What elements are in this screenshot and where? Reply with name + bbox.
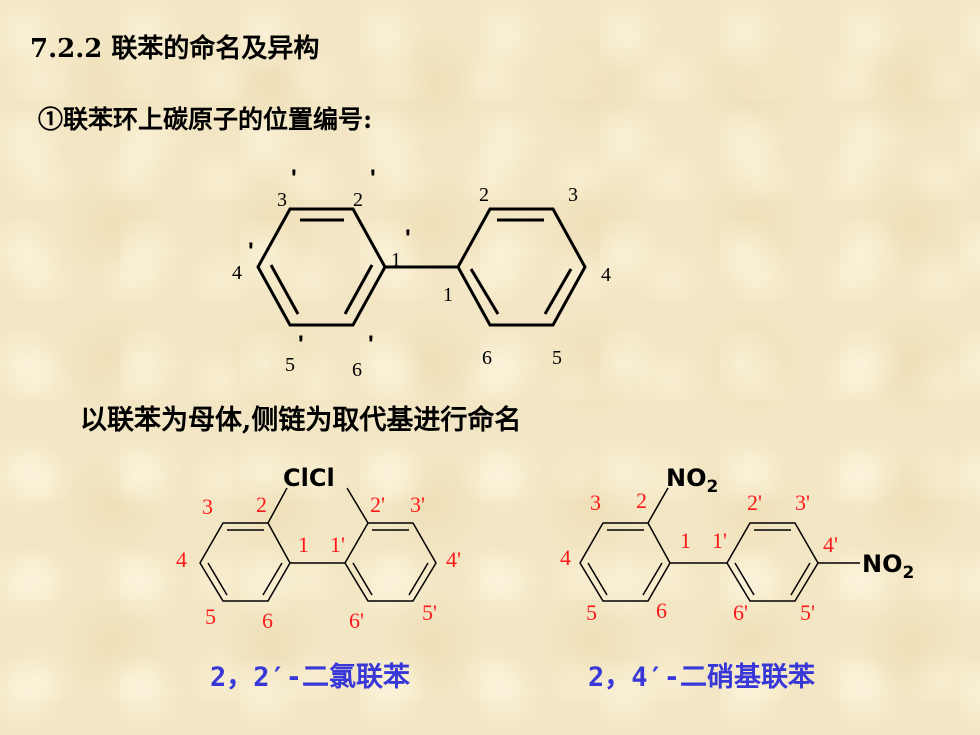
ex1-label-5: 5 — [205, 604, 216, 629]
label-3: 3 — [568, 184, 578, 206]
compound-name-dinitrobiphenyl: 2，4′-二硝基联苯 — [588, 662, 816, 693]
ex1-label-2-prime: 2' — [370, 492, 385, 517]
dinitrobiphenyl-structure: NO2 NO2 1 2 3 4 5 6 1' 2' 3' 4' 5' 6' — [560, 464, 914, 625]
prime-mark: ' — [248, 238, 254, 265]
naming-rule-statement: 以联苯为母体,侧链为取代基进行命名 — [80, 405, 522, 436]
compound-name-dichlorobiphenyl: 2，2′-二氯联苯 — [210, 662, 411, 693]
ex1-label-6: 6 — [262, 608, 273, 633]
ex1-label-4: 4 — [176, 547, 187, 572]
ex2-label-6: 6 — [656, 598, 667, 623]
left-benzene-ring — [256, 207, 387, 327]
ex1-label-1: 1 — [298, 532, 309, 557]
label-3-prime: 3 — [277, 189, 287, 211]
page-title: 7.2.2 联苯的命名及异构 — [30, 34, 320, 64]
prime-mark: ' — [370, 165, 376, 192]
nitro-group-para: NO2 — [862, 550, 914, 583]
ex1-label-6-prime: 6' — [349, 608, 364, 633]
ex2-label-4-prime: 4' — [823, 532, 838, 557]
ex1-label-1-prime: 1' — [330, 532, 345, 557]
prime-mark: ' — [405, 225, 411, 252]
ex2-label-3-prime: 3' — [795, 490, 810, 515]
label-5-prime: 5 — [285, 354, 295, 376]
ex1-label-5-prime: 5' — [422, 600, 437, 625]
ex2-label-5: 5 — [586, 600, 597, 625]
ex2-label-6-prime: 6' — [733, 600, 748, 625]
ex2-label-1: 1 — [680, 528, 691, 553]
ex2-label-3: 3 — [590, 490, 601, 515]
prime-mark: ' — [298, 331, 304, 358]
prime-mark: ' — [291, 165, 297, 192]
section-subtitle: ①联苯环上碳原子的位置编号: — [38, 105, 373, 134]
ex1-label-4-prime: 4' — [446, 547, 461, 572]
label-4-prime: 4 — [232, 262, 242, 284]
ex2-label-1-prime: 1' — [712, 528, 727, 553]
label-5: 5 — [552, 347, 562, 369]
nitro-group-ortho: NO2 — [666, 464, 718, 497]
ex2-label-2-prime: 2' — [747, 490, 762, 515]
right-benzene-ring — [456, 207, 587, 327]
label-2-prime: 2 — [353, 189, 363, 211]
ex2-label-5-prime: 5' — [800, 600, 815, 625]
label-1-prime: 1 — [391, 249, 401, 271]
dichlorobiphenyl-structure: ClCl 1 2 3 4 5 6 1' 2' 3' 4' 5' 6' — [176, 464, 461, 633]
label-6: 6 — [482, 347, 492, 369]
prime-mark: ' — [368, 331, 374, 358]
label-6-prime: 6 — [352, 359, 362, 381]
label-1: 1 — [443, 284, 453, 306]
label-4: 4 — [601, 264, 611, 286]
ex2-label-4: 4 — [560, 545, 571, 570]
chloro-substituents: ClCl — [283, 464, 335, 492]
ex1-label-3: 3 — [202, 494, 213, 519]
ex2-label-2: 2 — [636, 488, 647, 513]
ex1-label-2: 2 — [256, 492, 267, 517]
ex1-label-3-prime: 3' — [410, 492, 425, 517]
label-2: 2 — [479, 184, 489, 206]
